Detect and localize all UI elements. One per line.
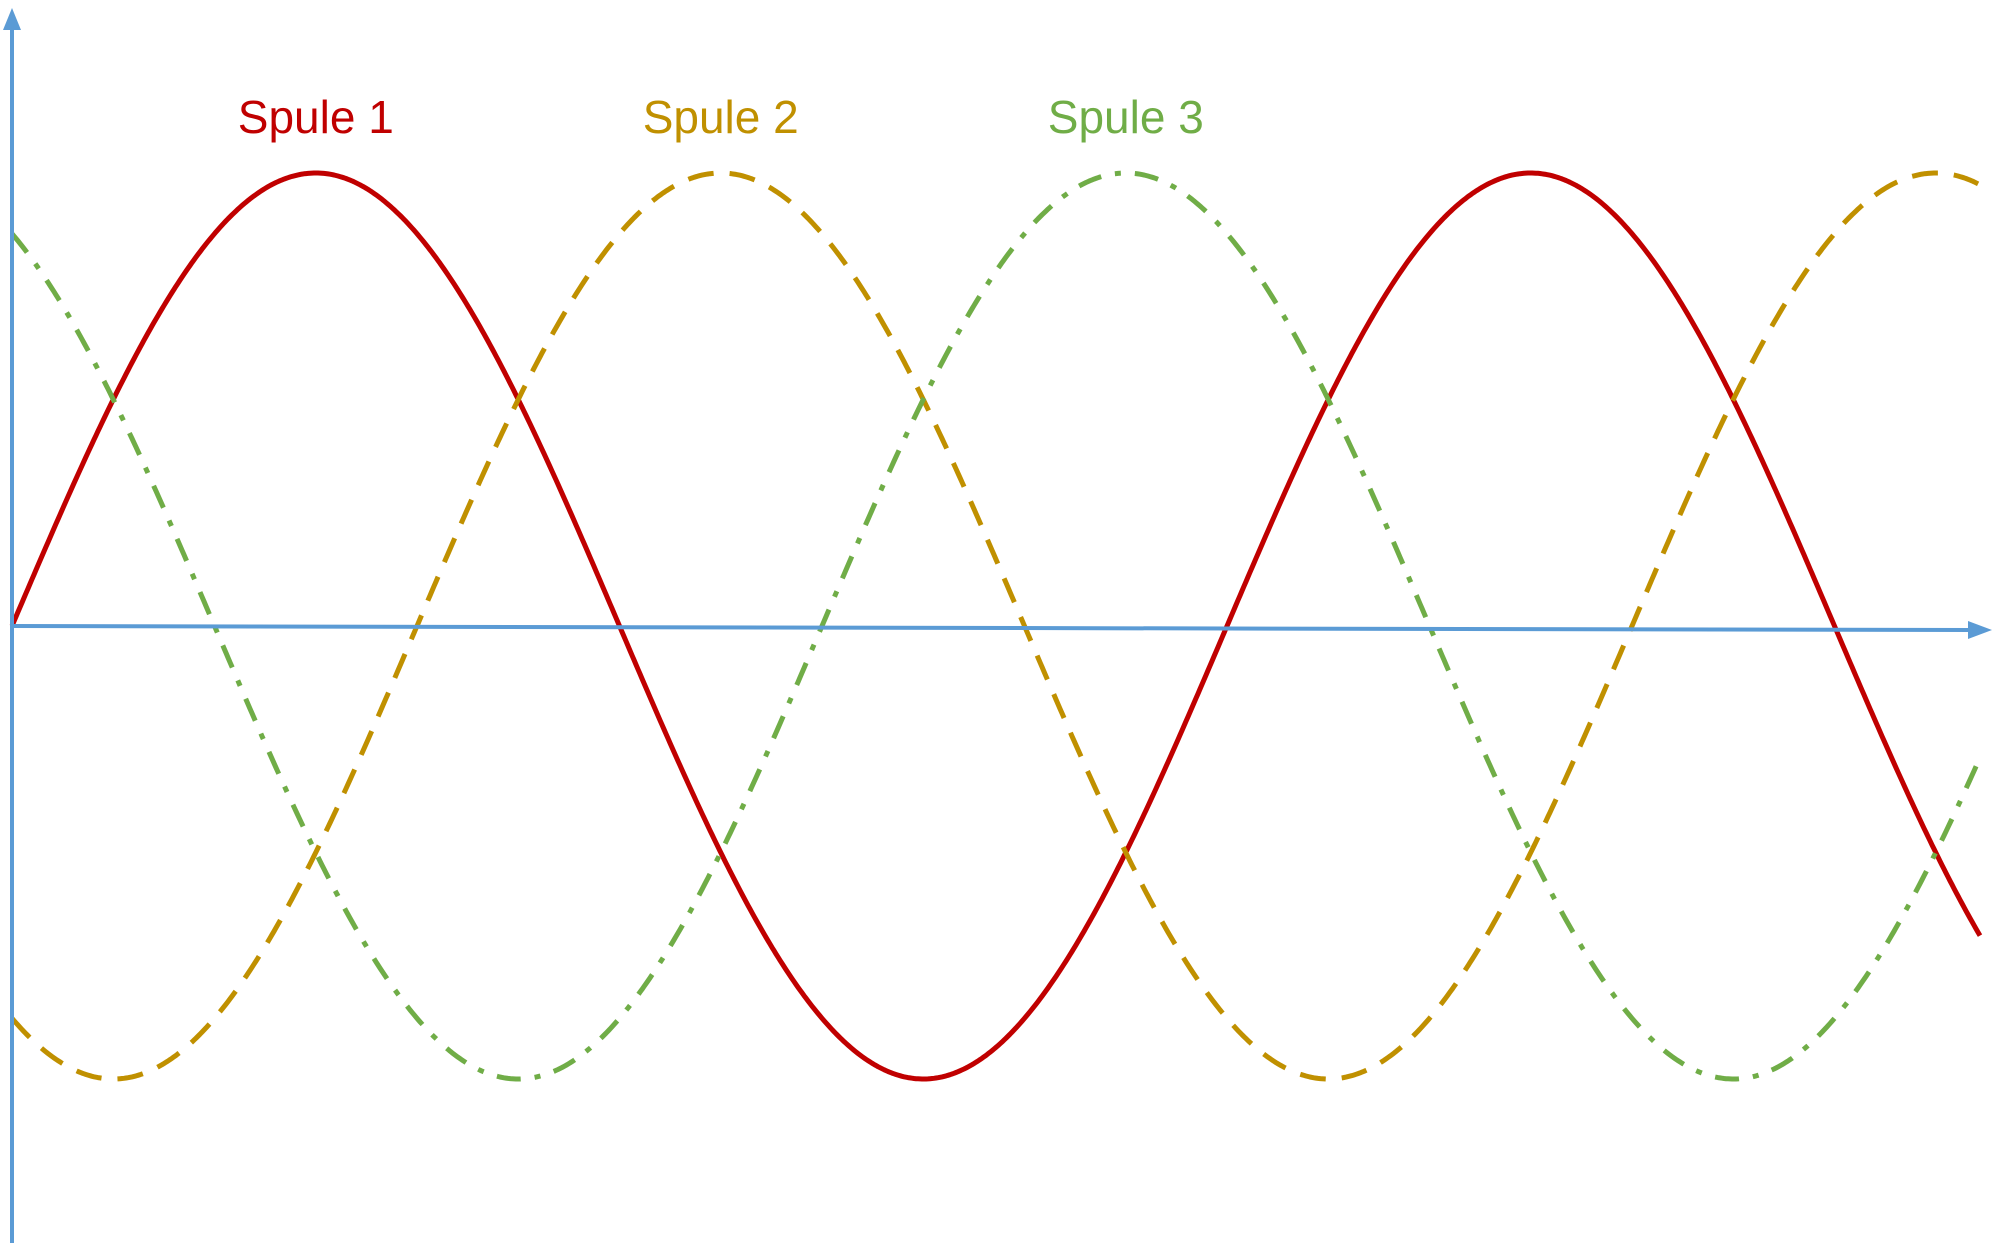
x-axis-line bbox=[11, 624, 1971, 632]
series-line-spule-2 bbox=[10, 170, 1982, 1082]
series-label-spule-3: Spule 3 bbox=[1048, 91, 1204, 143]
labels-layer: Spule 1 Spule 2 Spule 3 bbox=[238, 91, 1204, 143]
axes-layer bbox=[3, 8, 1992, 1243]
series-line-spule-1 bbox=[9, 170, 1983, 1082]
x-axis-arrow-icon bbox=[1968, 621, 1992, 639]
series-layer bbox=[9, 170, 1983, 1082]
series-label-spule-2: Spule 2 bbox=[643, 91, 799, 143]
series-line-spule-3 bbox=[10, 170, 1983, 1082]
series-label-spule-1: Spule 1 bbox=[238, 91, 394, 143]
y-axis-arrow-icon bbox=[3, 8, 21, 30]
